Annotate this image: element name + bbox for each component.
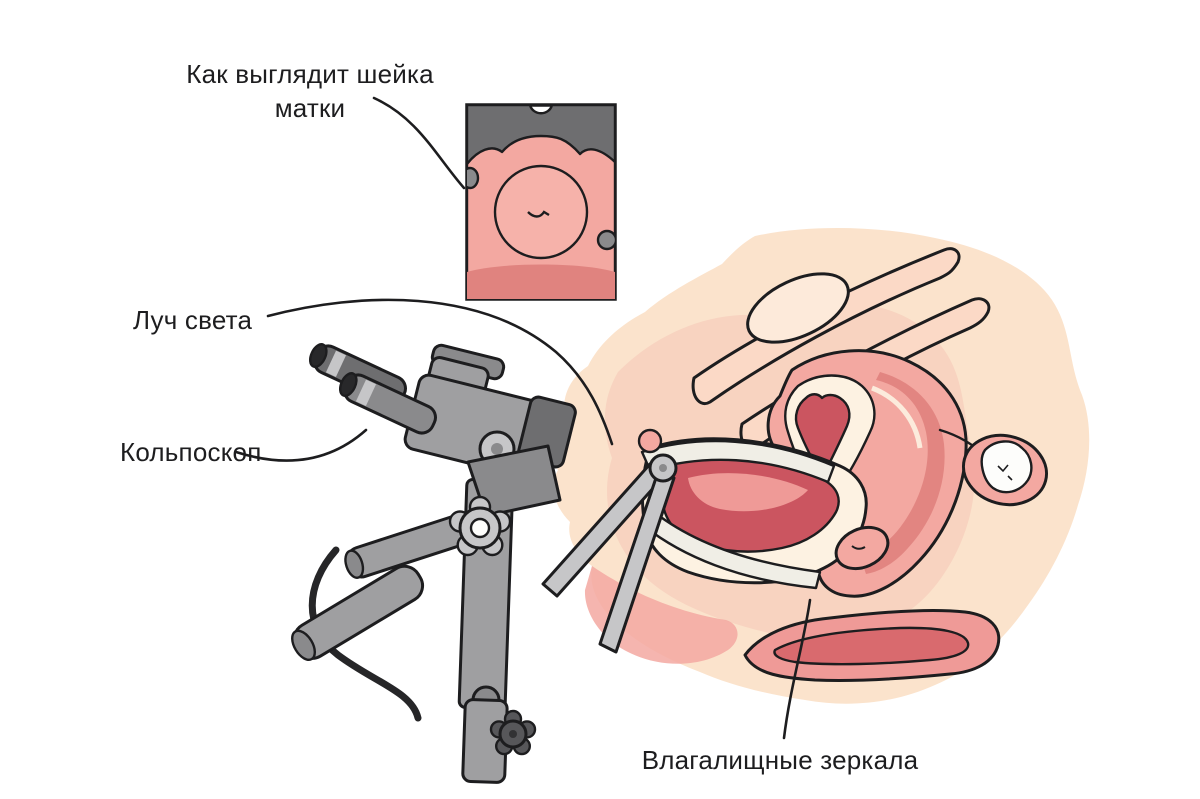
leader-colposcope <box>234 428 368 462</box>
label-speculum: Влагалищные зеркала <box>641 745 919 775</box>
rectum-interior <box>773 626 970 666</box>
colposcope-illustration <box>291 343 577 784</box>
label-cervix-view: Как выглядит шейка матки <box>186 59 434 123</box>
anatomy-illustration <box>541 227 1090 704</box>
label-light-beam: Луч света <box>133 305 253 335</box>
leader-speculum <box>782 598 812 740</box>
speculum-handle-lower <box>598 470 676 654</box>
speculum-view-screw <box>596 229 615 251</box>
cervix-view-illustration <box>467 105 615 299</box>
vagina-highlight <box>688 473 808 512</box>
cervix-circle <box>493 164 589 260</box>
head-knob-center <box>491 443 503 455</box>
speculum-view-top <box>467 105 615 166</box>
vaginal-walls-shade <box>467 264 615 299</box>
cervix-inset <box>465 103 617 301</box>
power-cable <box>308 546 422 722</box>
speculum-view-left-nub <box>467 166 480 190</box>
speculum-blade-bottom <box>642 510 822 590</box>
uterine-wall-band <box>860 372 945 574</box>
colposcope-eyepieces <box>308 343 437 435</box>
cervix-os <box>851 545 866 550</box>
leader-light-beam <box>266 298 614 446</box>
follicle-marks <box>997 464 1013 481</box>
cervix-os-view <box>527 210 550 218</box>
uterine-wall-line <box>871 385 923 449</box>
vaginal-opening-bump <box>637 428 663 454</box>
focus-knob <box>448 495 512 557</box>
label-colposcope: Кольпоскоп <box>120 437 262 467</box>
base-knob <box>489 709 537 756</box>
speculum-blade-top <box>640 439 836 484</box>
uterine-cavity <box>794 393 851 473</box>
colposcope-base-arm <box>291 564 425 661</box>
speculum-pivot-screw <box>659 464 667 472</box>
leader-cervix-view <box>372 96 466 190</box>
bladder <box>746 272 850 344</box>
